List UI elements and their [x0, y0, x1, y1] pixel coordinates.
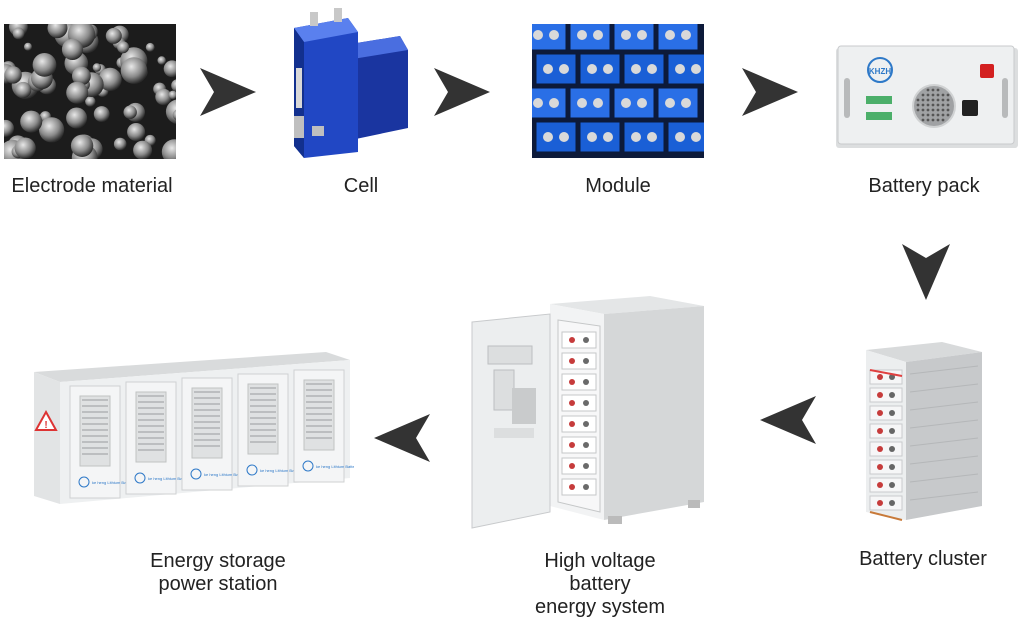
- cell-label: Cell: [343, 175, 379, 197]
- cabinet-caption: ke heng Lithium Battery: [148, 476, 190, 481]
- cabinet-caption: ke heng Lithium Battery: [92, 480, 134, 485]
- chevron-arrow-icon: [200, 68, 256, 116]
- chevron-arrow-icon: [902, 244, 950, 300]
- hv-system-image: [468, 292, 712, 530]
- battery-pack-label: Battery pack: [868, 175, 980, 197]
- svg-text:!: !: [44, 420, 47, 431]
- cell-image: [288, 6, 414, 158]
- chevron-arrow-icon: [742, 68, 798, 116]
- chevron-arrow-icon: [374, 414, 430, 462]
- battery-cluster-label: Battery cluster: [859, 548, 987, 570]
- module-label: Module: [585, 175, 651, 197]
- chevron-arrow-icon: [434, 68, 490, 116]
- hv-system-label: High voltage battery energy system: [534, 550, 666, 618]
- battery-cluster-image: [856, 336, 986, 532]
- electrode-material-label: Electrode material: [11, 175, 173, 197]
- electrode-material-image: [4, 24, 176, 159]
- power-station-image: ! ke heng Lithium Battery ke heng Lithium…: [30, 348, 354, 516]
- cabinet-caption: ke heng Lithium Battery: [316, 464, 354, 469]
- power-station-label: Energy storage power station: [150, 550, 286, 595]
- chevron-arrow-icon: [760, 396, 816, 444]
- battery-pack-image: KHZH: [836, 44, 1018, 150]
- cabinet-caption: ke heng Lithium Battery: [260, 468, 302, 473]
- cabinet-caption: ke heng Lithium Battery: [204, 472, 246, 477]
- module-image: [532, 24, 704, 158]
- pack-logo: KHZH: [869, 67, 891, 76]
